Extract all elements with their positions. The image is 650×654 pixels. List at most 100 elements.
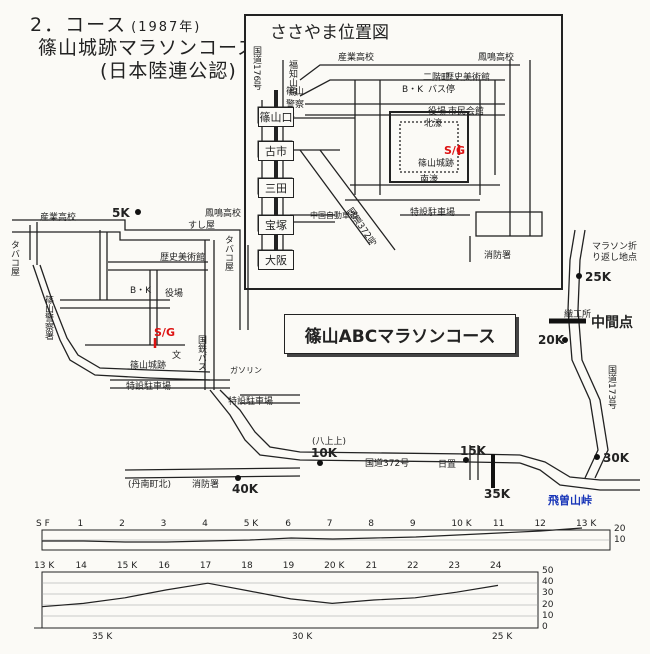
profile-bottom-tick: 17	[199, 561, 212, 571]
profile-bottom-tick: 16	[158, 561, 170, 571]
km-30: 30K	[603, 451, 629, 465]
profile-bottom-line	[41, 582, 499, 608]
profile-top-tick: S F	[36, 519, 50, 529]
profile-top-tick: 5 K	[243, 519, 259, 529]
main-tabako-left-label: タバコ屋	[9, 240, 19, 276]
profile-bottom-tick: 20 K	[324, 561, 345, 571]
inset-station-3: 三田	[258, 178, 294, 198]
inset-station-1: 篠山口	[258, 107, 294, 127]
main-yagami-label: (八上上)	[312, 437, 347, 447]
profile-top-tick: 11	[492, 519, 505, 529]
main-police-label: 篠山警察署	[43, 295, 53, 340]
km-5: 5K	[112, 206, 130, 220]
profile-bottom-tick: 23	[448, 561, 460, 571]
pass-label: 飛曽山峠	[548, 494, 592, 507]
inset-rekishi-label: 歴史美術館	[445, 73, 491, 83]
main-castle-label: 篠山城跡	[130, 361, 167, 371]
main-rekishi-label: 歴史美術館	[160, 253, 206, 263]
inset-castle-moat	[389, 111, 469, 183]
km-35: 35K	[484, 487, 510, 501]
profile-top-line	[42, 527, 583, 543]
main-yakuba-label: 役場	[165, 289, 184, 299]
course-title: 篠山ABCマラソンコース	[284, 314, 516, 354]
profile-top-axis-value: 10	[614, 535, 626, 545]
profile-bottom-tick: 24	[490, 561, 502, 571]
inset-title: ささやま位置図	[270, 23, 389, 43]
inset-chugoku-label: 中国自動車道	[310, 211, 358, 220]
inset-castle-label: 篠山城跡	[418, 159, 455, 169]
profile-top-tick: 7	[326, 519, 333, 529]
main-sangyo-label: 産業高校	[40, 213, 77, 223]
inset-kitabori-label: 北濠	[424, 119, 443, 129]
inset-sg-label: S/G	[444, 144, 465, 157]
profile-bottom-tick: 21	[365, 561, 378, 571]
profile-bottom-tick: 14	[75, 561, 87, 571]
inset-parking-label: 特設駐車場	[410, 208, 456, 218]
inset-nanbori-label: 南濠	[420, 175, 439, 185]
inset-jr-line-label: 福知山線	[287, 60, 297, 96]
profile-bottom-axis-value: 20	[542, 599, 554, 610]
main-gas-label: ガソリン	[230, 366, 262, 375]
profile-top-tick: 3	[160, 519, 167, 529]
main-shokusho-label: 織工所	[564, 310, 592, 320]
main-bun-label: 文	[172, 351, 182, 361]
profile-top-tick: 4	[202, 519, 208, 529]
profile-top-tick: 12	[534, 519, 546, 529]
inset-sangyo-label: 産業高校	[338, 53, 375, 63]
main-parking2-label: 特設駐車場	[228, 397, 274, 407]
profile-bottom-axis-value: 30	[542, 588, 554, 599]
heading-line2: 篠山城跡マラソンコース	[38, 37, 258, 59]
inset-shiminkaikan-label: 市民会館	[448, 107, 485, 117]
profile-top-tick: 9	[409, 519, 416, 529]
main-tannan-label: (丹南町北)	[128, 480, 172, 490]
main-tabako-right-label: タバコ屋	[223, 235, 233, 271]
profile-bottom-axis-value: 0	[542, 622, 548, 632]
profile-top-tick: 13 K	[576, 519, 597, 529]
inset-bus-label: バス停	[428, 85, 456, 95]
profile-bottom-tick: 22	[407, 561, 419, 571]
profile-bottom-frame	[41, 571, 539, 629]
main-shobosho-label: 消防署	[192, 480, 220, 490]
km-10: 10K	[311, 446, 337, 460]
inset-shobosho-label: 消防署	[484, 251, 512, 261]
main-hoiku-label: 鳳鳴高校	[205, 209, 242, 219]
profile-top-tick: 8	[368, 519, 375, 529]
inset-hoiku-label: 鳳鳴高校	[478, 53, 515, 63]
main-suji-label: すし屋	[188, 221, 216, 231]
km-20: 20K	[538, 333, 564, 347]
km-15: 15K	[460, 444, 486, 458]
main-kokudo372-label: 国道372号	[365, 459, 410, 469]
profile-top-tick: 2	[119, 519, 125, 529]
km-40: 40K	[232, 482, 258, 496]
profile-top-tick: 10 K	[451, 519, 472, 529]
main-bk-label: B・K	[130, 286, 152, 296]
main-nisshin-label: 日置	[438, 460, 457, 470]
inset-station-2: 古市	[258, 141, 294, 161]
profile-bottom-tick: 18	[241, 561, 253, 571]
profile-bottom-km-label: 30 K	[292, 632, 313, 642]
mid-point-label: 中間点	[591, 315, 633, 331]
inset-nikai-label: 二階町	[423, 73, 451, 83]
heading-line1: 2．コース(1987年)	[30, 14, 202, 36]
heading-year: (1987年)	[131, 20, 202, 35]
profile-top-tick: 1	[77, 519, 84, 529]
heading-line3: (日本陸連公認)	[100, 60, 237, 82]
profile-bottom-tick: 15 K	[116, 561, 138, 571]
profile-bottom-tick: 13 K	[34, 561, 55, 571]
inset-station-4: 宝塚	[258, 215, 294, 235]
profile-bottom-tick: 19	[282, 561, 295, 571]
main-kokudo173-label: 国道173号	[606, 365, 616, 410]
profile-top-axis-value: 20	[614, 524, 626, 534]
profile-bottom-km-label: 25 K	[492, 632, 513, 642]
main-parking1-label: 特設駐車場	[126, 382, 172, 392]
profile-bottom-axis-value: 40	[542, 577, 554, 588]
main-sg-label: S/G	[154, 326, 175, 339]
profile-bottom-km-label: 35 K	[92, 632, 113, 642]
profile-top-tick: 6	[285, 519, 291, 529]
turn-point-label: マラソン折り返し地点	[592, 242, 638, 263]
main-kokutetsu-label: 国鉄バス	[196, 335, 206, 371]
profile-bottom-axis-value: 50	[542, 566, 554, 576]
inset-station-5: 大阪	[258, 250, 294, 270]
inset-bk-label: B・K	[402, 85, 424, 95]
inset-national-road-label: 国道176号	[251, 46, 261, 91]
